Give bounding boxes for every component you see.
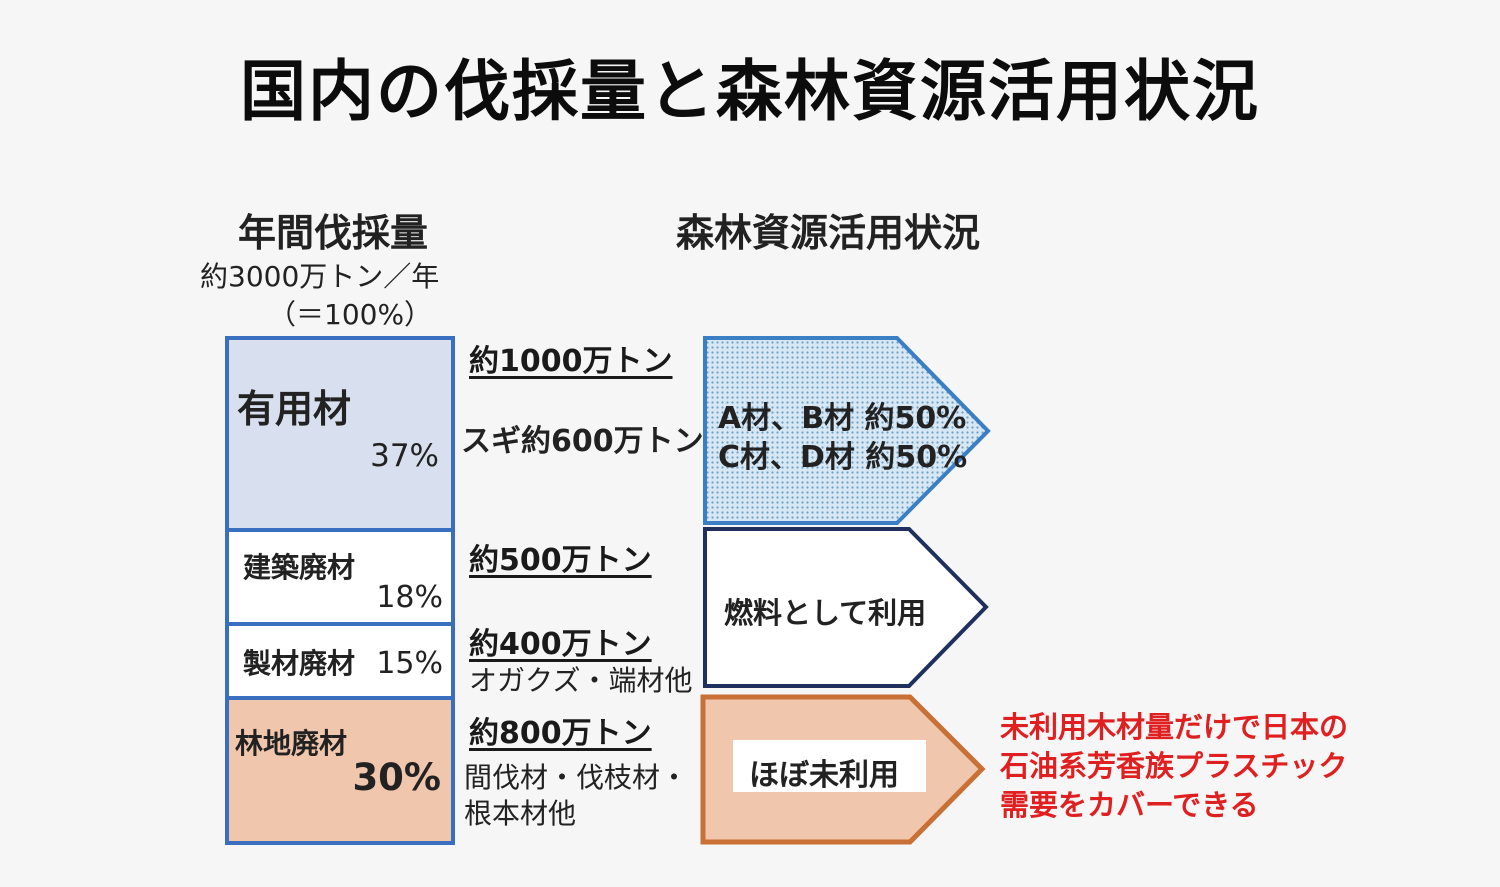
sawmill-waste-amount: 約400万トン (469, 627, 652, 662)
resource-usage-heading: 森林資源活用状況 (676, 211, 981, 255)
sawmill-waste-note: オガクズ・端材他 (469, 664, 693, 697)
useful-wood-usage-line1: A材、B材 約50% (718, 401, 967, 436)
fuel-usage-label: 燃料として利用 (724, 596, 927, 630)
forest-residue-label: 林地廃材 (235, 727, 348, 760)
useful-wood-box: 有用材 37% (225, 336, 455, 532)
useful-wood-percent: 37% (370, 438, 439, 474)
forest-residue-note-line1: 間伐材・伐枝材・ (464, 761, 689, 794)
fuel-usage-arrow (703, 527, 989, 688)
cedar-amount: スギ約600万トン (461, 424, 704, 459)
useful-wood-arrow (703, 336, 991, 525)
useful-wood-usage-line2: C材、D材 約50% (718, 440, 968, 475)
useful-wood-label: 有用材 (237, 387, 352, 431)
annual-harvest-ratio: （＝100%） (268, 298, 433, 331)
page-title: 国内の伐採量と森林資源活用状況 (240, 53, 1260, 130)
useful-wood-amount: 約1000万トン (469, 344, 673, 379)
sawmill-waste-box: 製材廃材 15% (225, 622, 455, 700)
forest-residue-box: 林地廃材 30% (225, 696, 455, 845)
annual-harvest-amount: 約3000万トン／年 (200, 260, 440, 293)
unused-label-box (733, 740, 926, 792)
unused-label: ほぼ未利用 (749, 758, 899, 793)
construction-waste-label: 建築廃材 (243, 551, 356, 584)
forest-residue-amount: 約800万トン (469, 716, 652, 751)
forest-residue-percent: 30% (352, 756, 441, 799)
highlight-note-line2: 石油系芳香族プラスチック (1000, 749, 1348, 783)
sawmill-waste-percent: 15% (376, 646, 443, 681)
highlight-note-line3: 需要をカバーできる (1000, 788, 1259, 822)
construction-waste-percent: 18% (376, 580, 443, 615)
forest-residue-note-line2: 根本材他 (464, 797, 577, 830)
construction-waste-amount: 約500万トン (469, 543, 652, 578)
sawmill-waste-label: 製材廃材 (243, 647, 356, 680)
highlight-note-line1: 未利用木材量だけで日本の (1000, 710, 1349, 744)
construction-waste-box: 建築廃材 18% (225, 528, 455, 626)
annual-harvest-heading: 年間伐採量 (238, 211, 429, 255)
